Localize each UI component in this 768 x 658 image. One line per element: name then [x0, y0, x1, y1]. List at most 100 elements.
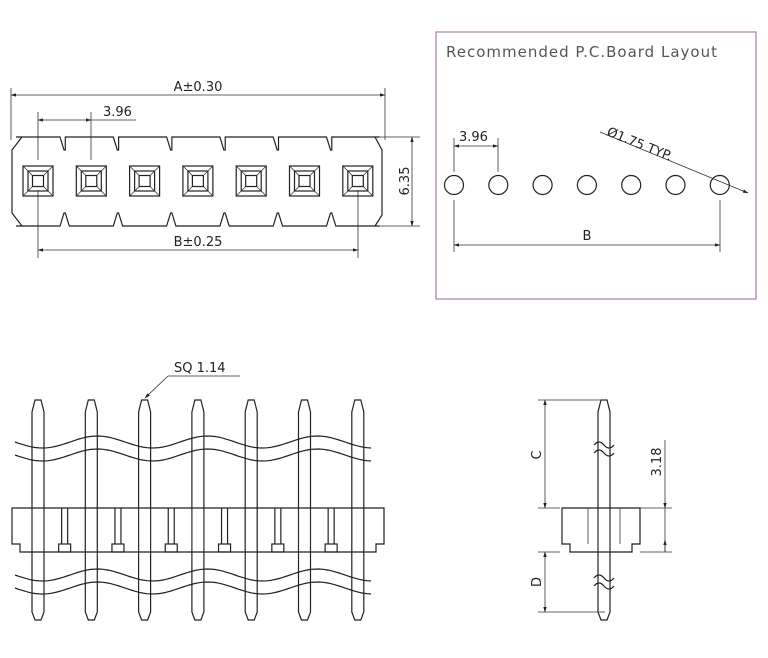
- pin-pad-outer: [288, 165, 321, 197]
- body-thickness-label: 3.18: [650, 448, 665, 477]
- pin-pad-mid: [80, 170, 102, 192]
- top-pitch-label: 3.96: [103, 105, 132, 120]
- break-line: [14, 435, 372, 449]
- segment-foot: [111, 543, 125, 553]
- body-height-dimension: 6.35: [380, 136, 420, 227]
- upper-length-dimension: C: [530, 399, 605, 509]
- pin-pad-mid: [187, 170, 209, 192]
- pcb-hole: [576, 174, 598, 196]
- pcb-hole: [621, 174, 642, 196]
- pin-chamfer: [342, 165, 353, 176]
- side-view: C D 3.18: [530, 399, 672, 621]
- pcb-span-label: B: [583, 229, 592, 244]
- pcb-pitch-dimension: 3.96: [453, 130, 499, 172]
- pcb-hole: [532, 174, 553, 196]
- top-view-pins: [22, 165, 374, 197]
- side-pin-break: [593, 449, 615, 457]
- front-view-pins: [31, 399, 365, 621]
- pin-span-label: B±0.25: [174, 235, 223, 250]
- front-pin: [191, 399, 205, 621]
- top-view: A±0.30 3.96 6.35 B±0.25: [10, 80, 420, 258]
- pin-chamfer: [309, 186, 320, 197]
- pin-chamfer: [182, 165, 193, 176]
- front-view-break-lines: [14, 435, 372, 595]
- break-line: [14, 448, 372, 462]
- pin-chamfer: [235, 165, 246, 176]
- pin-chamfer: [289, 165, 300, 176]
- pin-chamfer: [43, 165, 54, 176]
- pcb-layout: Recommended P.C.Board Layout 3.96 Ø1.75 …: [435, 31, 757, 300]
- pin-pad-mid: [134, 170, 156, 192]
- pin-chamfer: [149, 165, 160, 176]
- side-pin-break: [593, 582, 615, 590]
- pin-pad-outer: [182, 165, 214, 197]
- pin-size-label: SQ 1.14: [174, 361, 226, 376]
- pin-chamfer: [149, 186, 160, 197]
- front-pin: [31, 399, 45, 621]
- side-pin-break: [593, 441, 615, 449]
- pin-chamfer: [96, 165, 107, 176]
- segment-foot: [271, 543, 285, 553]
- top-view-body: [11, 136, 383, 227]
- lower-length-label: D: [530, 577, 545, 587]
- pin-chamfer: [342, 186, 353, 197]
- break-line: [14, 568, 372, 582]
- pin-span-dimension: B±0.25: [37, 190, 359, 258]
- top-pin-square: [182, 165, 214, 197]
- pcb-hole: [665, 174, 686, 196]
- segment-foot: [58, 543, 72, 553]
- pin-chamfer: [96, 186, 107, 197]
- side-pin-shape: [597, 399, 611, 621]
- pin-chamfer: [76, 186, 87, 197]
- pin-pad-inner: [191, 174, 204, 188]
- top-pin-square: [288, 165, 321, 197]
- pin-pad-inner: [31, 174, 45, 188]
- top-pin-square: [129, 165, 161, 197]
- upper-length-label: C: [530, 450, 545, 459]
- overall-length-label: A±0.30: [174, 80, 223, 95]
- pin-chamfer: [256, 186, 267, 197]
- front-pin: [297, 399, 312, 621]
- pin-chamfer: [256, 165, 267, 176]
- front-pin: [244, 399, 258, 621]
- pin-pad-outer: [129, 165, 161, 197]
- overall-length-dimension: A±0.30: [10, 80, 386, 140]
- pin-chamfer: [289, 186, 300, 197]
- lower-length-dimension: D: [530, 551, 605, 613]
- pin-pad-inner: [298, 174, 311, 188]
- pin-chamfer: [76, 165, 87, 176]
- pin-chamfer: [182, 186, 193, 197]
- pin-chamfer: [235, 186, 246, 197]
- pin-chamfer: [309, 165, 320, 176]
- pin-chamfer: [22, 165, 33, 176]
- pcb-span-dimension: B: [453, 200, 721, 252]
- break-line: [14, 581, 372, 595]
- segment-foot: [164, 543, 178, 553]
- side-body: [561, 507, 641, 553]
- segment-foot: [217, 543, 232, 553]
- pin-chamfer: [203, 186, 214, 197]
- pin-pad-inner: [245, 174, 258, 188]
- pin-chamfer: [363, 165, 374, 176]
- front-view: SQ 1.14: [11, 361, 385, 621]
- body-height-label: 6.35: [398, 167, 413, 196]
- front-pin: [351, 399, 365, 621]
- body-thickness-dimension: 3.18: [640, 440, 672, 553]
- pin-chamfer: [22, 186, 33, 197]
- pcb-pitch-label: 3.96: [459, 130, 488, 145]
- pcb-layout-title: Recommended P.C.Board Layout: [446, 43, 718, 61]
- front-view-body: [11, 507, 385, 553]
- top-pin-square: [342, 165, 374, 197]
- pin-pad-mid: [293, 170, 316, 192]
- pin-chamfer: [129, 186, 140, 197]
- pin-pad-inner: [138, 174, 151, 188]
- top-pin-square: [235, 165, 267, 197]
- hole-diameter-label: Ø1.75 TYP.: [605, 125, 675, 165]
- pin-pad-outer: [235, 165, 267, 197]
- front-pin: [138, 399, 152, 621]
- pin-pad-outer: [75, 165, 107, 197]
- pin-chamfer: [363, 186, 374, 197]
- top-view-outline: [11, 136, 383, 227]
- side-pin-break: [593, 574, 615, 582]
